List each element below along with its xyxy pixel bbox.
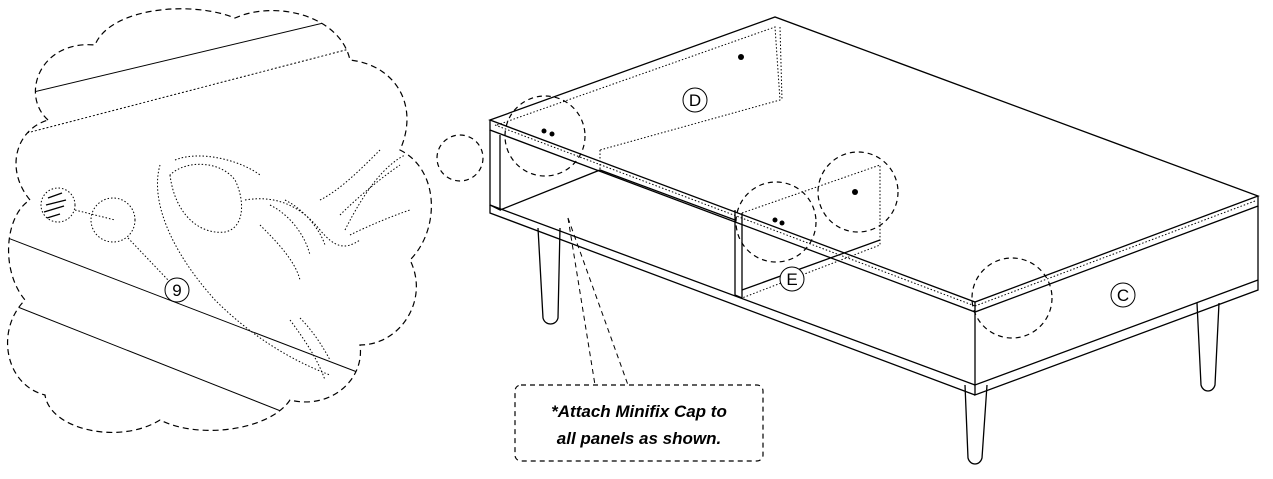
- part-9-label: 9: [172, 281, 181, 300]
- table-legs: [537, 227, 1220, 465]
- minifix-caps: [541, 54, 858, 226]
- panel-d-label: D: [689, 91, 701, 110]
- minifix-cap: [549, 131, 555, 137]
- panel-e: [734, 164, 881, 299]
- panel-d-callout: D: [682, 87, 708, 113]
- zoom-connector-circle: [436, 134, 484, 182]
- highlight-circles: [504, 95, 1053, 339]
- coffee-table: [488, 16, 1260, 465]
- panel-d-outline: [496, 26, 783, 151]
- minifix-cap: [541, 128, 547, 134]
- note-leaders: [567, 217, 629, 386]
- minifix-cap: [772, 217, 778, 223]
- assembly-note: *Attach Minifix Cap to all panels as sho…: [514, 384, 764, 462]
- panel-c-label: C: [1117, 286, 1129, 305]
- part-9-callout: 9: [164, 277, 190, 303]
- note-line-2: all panels as shown.: [557, 429, 721, 448]
- panel-e-callout: E: [779, 266, 805, 292]
- minifix-cap: [779, 220, 785, 226]
- minifix-cap: [852, 189, 858, 195]
- panel-c-callout: C: [1110, 282, 1136, 308]
- panel-e-label: E: [786, 270, 797, 289]
- note-line-1: *Attach Minifix Cap to: [551, 402, 727, 421]
- table-top: [488, 16, 1260, 303]
- minifix-cap: [738, 54, 744, 60]
- detail-cloud: 9: [7, 8, 432, 433]
- minifix-cap-detail: [40, 187, 169, 281]
- cloud-outline: [7, 8, 432, 433]
- hand-illustration: [156, 149, 411, 381]
